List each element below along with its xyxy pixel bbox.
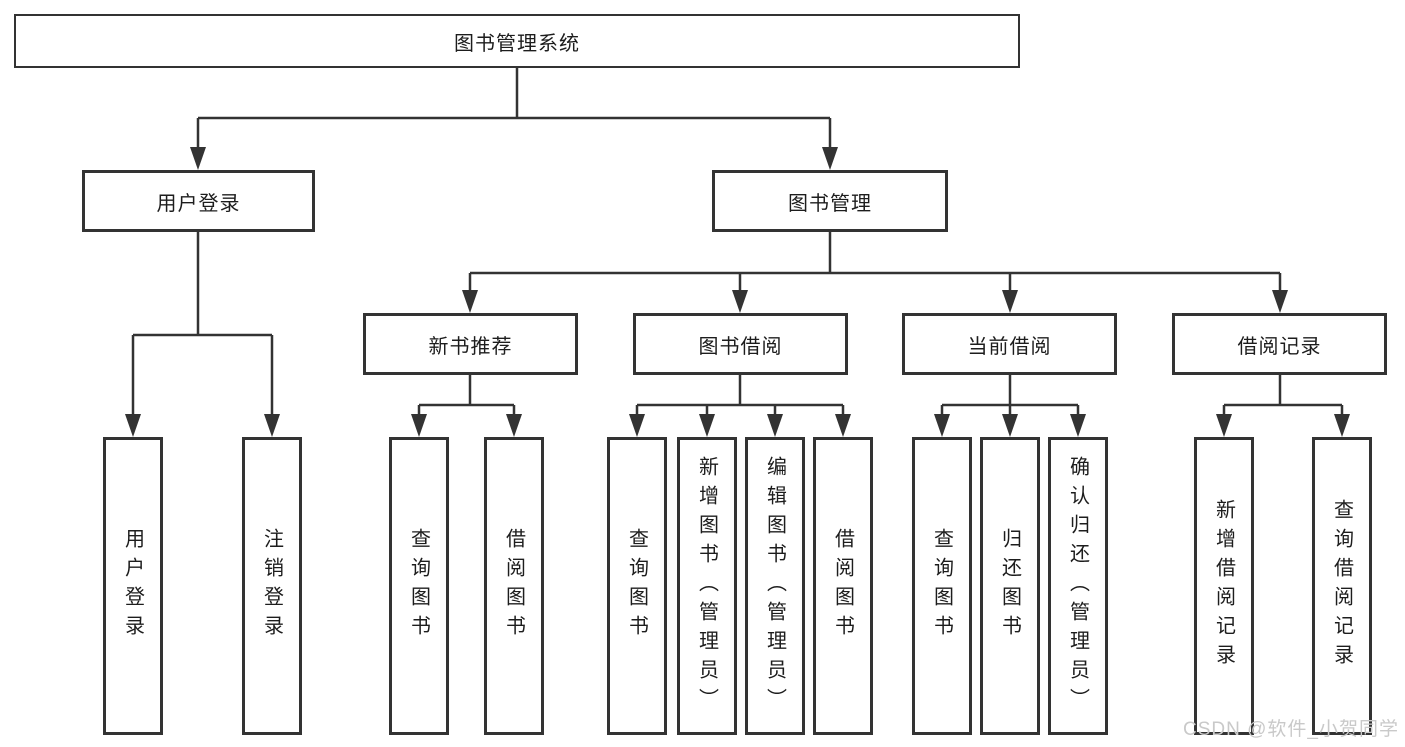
leaf-borrow-books-recommend: 借阅图书 bbox=[484, 437, 544, 735]
leaf-confirm-return-admin: 确认归还（管理员） bbox=[1048, 437, 1108, 735]
watermark-text: CSDN @软件_小贺同学 bbox=[1183, 719, 1399, 740]
node-user-login: 用户登录 bbox=[82, 170, 315, 232]
node-borrow-records: 借阅记录 bbox=[1172, 313, 1387, 375]
node-book-management: 图书管理 bbox=[712, 170, 948, 232]
node-root-title: 图书管理系统 bbox=[14, 14, 1020, 68]
leaf-edit-books-admin: 编辑图书（管理员） bbox=[745, 437, 805, 735]
leaf-query-books-borrow: 查询图书 bbox=[607, 437, 667, 735]
node-current-borrow: 当前借阅 bbox=[902, 313, 1117, 375]
leaf-user-login: 用户登录 bbox=[103, 437, 163, 735]
leaf-add-borrow-record: 新增借阅记录 bbox=[1194, 437, 1254, 735]
node-book-borrow: 图书借阅 bbox=[633, 313, 848, 375]
leaf-query-books-current: 查询图书 bbox=[912, 437, 972, 735]
leaf-return-books: 归还图书 bbox=[980, 437, 1040, 735]
leaf-borrow-books: 借阅图书 bbox=[813, 437, 873, 735]
leaf-logout: 注销登录 bbox=[242, 437, 302, 735]
node-new-book-recommend: 新书推荐 bbox=[363, 313, 578, 375]
leaf-query-borrow-record: 查询借阅记录 bbox=[1312, 437, 1372, 735]
arrowhead-icons bbox=[125, 147, 1350, 437]
leaf-add-books-admin: 新增图书（管理员） bbox=[677, 437, 737, 735]
leaf-query-books-recommend: 查询图书 bbox=[389, 437, 449, 735]
